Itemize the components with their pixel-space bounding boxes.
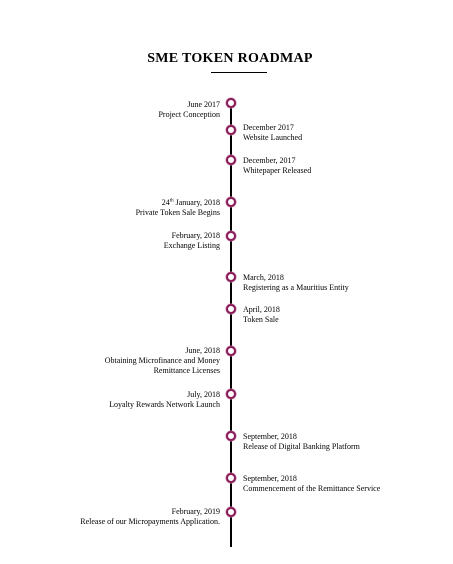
timeline-axis <box>230 102 232 547</box>
milestone-march-2018: March, 2018 Registering as a Mauritius E… <box>243 273 349 293</box>
milestone-event: Private Token Sale Begins <box>135 208 220 217</box>
milestone-event: Obtaining Microfinance and Money <box>104 356 220 365</box>
milestone-event: Whitepaper Released <box>243 166 312 175</box>
milestone-june-2017: June 2017 Project Conception <box>158 100 220 120</box>
milestone-event-line2: Remittance Licenses <box>153 366 220 375</box>
milestone-september-2018-banking: September, 2018 Release of Digital Banki… <box>243 432 360 452</box>
milestone-date: February, 2019 <box>171 507 220 516</box>
milestone-date: February, 2018 <box>171 231 220 240</box>
milestone-date: December 2017 <box>243 123 294 132</box>
milestone-date-day: 24 <box>161 198 170 207</box>
timeline-node <box>226 231 236 241</box>
title-underline <box>211 72 267 73</box>
milestone-february-2018: February, 2018 Exchange Listing <box>164 231 220 251</box>
milestone-september-2018-remittance: September, 2018 Commencement of the Remi… <box>243 474 380 494</box>
milestone-date: June, 2018 <box>185 346 220 355</box>
milestone-event: Loyalty Rewards Network Launch <box>109 400 220 409</box>
timeline-node <box>226 98 236 108</box>
timeline-node <box>226 197 236 207</box>
timeline-node <box>226 272 236 282</box>
milestone-date: March, 2018 <box>243 273 284 282</box>
milestone-december-2017-website: December 2017 Website Launched <box>243 123 302 143</box>
milestone-july-2018: July, 2018 Loyalty Rewards Network Launc… <box>109 390 220 410</box>
milestone-event: Token Sale <box>243 315 279 324</box>
timeline-node <box>226 346 236 356</box>
milestone-february-2019: February, 2019 Release of our Micropayme… <box>80 507 220 527</box>
milestone-event: Project Conception <box>158 110 220 119</box>
milestone-event: Exchange Listing <box>163 241 220 250</box>
milestone-event: Commencement of the Remittance Service <box>243 484 381 493</box>
milestone-april-2018: April, 2018 Token Sale <box>243 305 280 325</box>
milestone-date: April, 2018 <box>243 305 280 314</box>
milestone-date: June 2017 <box>187 100 220 109</box>
milestone-date: 24th January, 2018 <box>136 198 220 208</box>
milestone-january-2018: 24th January, 2018 Private Token Sale Be… <box>136 198 220 218</box>
milestone-date-suffix: th <box>169 198 174 204</box>
timeline-node <box>226 473 236 483</box>
timeline-node <box>226 431 236 441</box>
milestone-date: December, 2017 <box>243 156 296 165</box>
milestone-event: Release of our Micropayments Application… <box>80 517 220 526</box>
timeline-node <box>226 125 236 135</box>
timeline-node <box>226 304 236 314</box>
timeline-node <box>226 507 236 517</box>
milestone-event: Website Launched <box>243 133 303 142</box>
page-title: SME TOKEN ROADMAP <box>147 51 313 66</box>
timeline-node <box>226 389 236 399</box>
milestone-date: July, 2018 <box>187 390 220 399</box>
timeline-node <box>226 155 236 165</box>
milestone-date: September, 2018 <box>243 432 297 441</box>
milestone-date: September, 2018 <box>243 474 297 483</box>
milestone-june-2018: June, 2018 Obtaining Microfinance and Mo… <box>105 346 220 376</box>
milestone-event: Registering as a Mauritius Entity <box>243 283 349 292</box>
milestone-event: Release of Digital Banking Platform <box>243 442 360 451</box>
milestone-december-2017-whitepaper: December, 2017 Whitepaper Released <box>243 156 311 176</box>
milestone-date-month: January, 2018 <box>175 198 220 207</box>
